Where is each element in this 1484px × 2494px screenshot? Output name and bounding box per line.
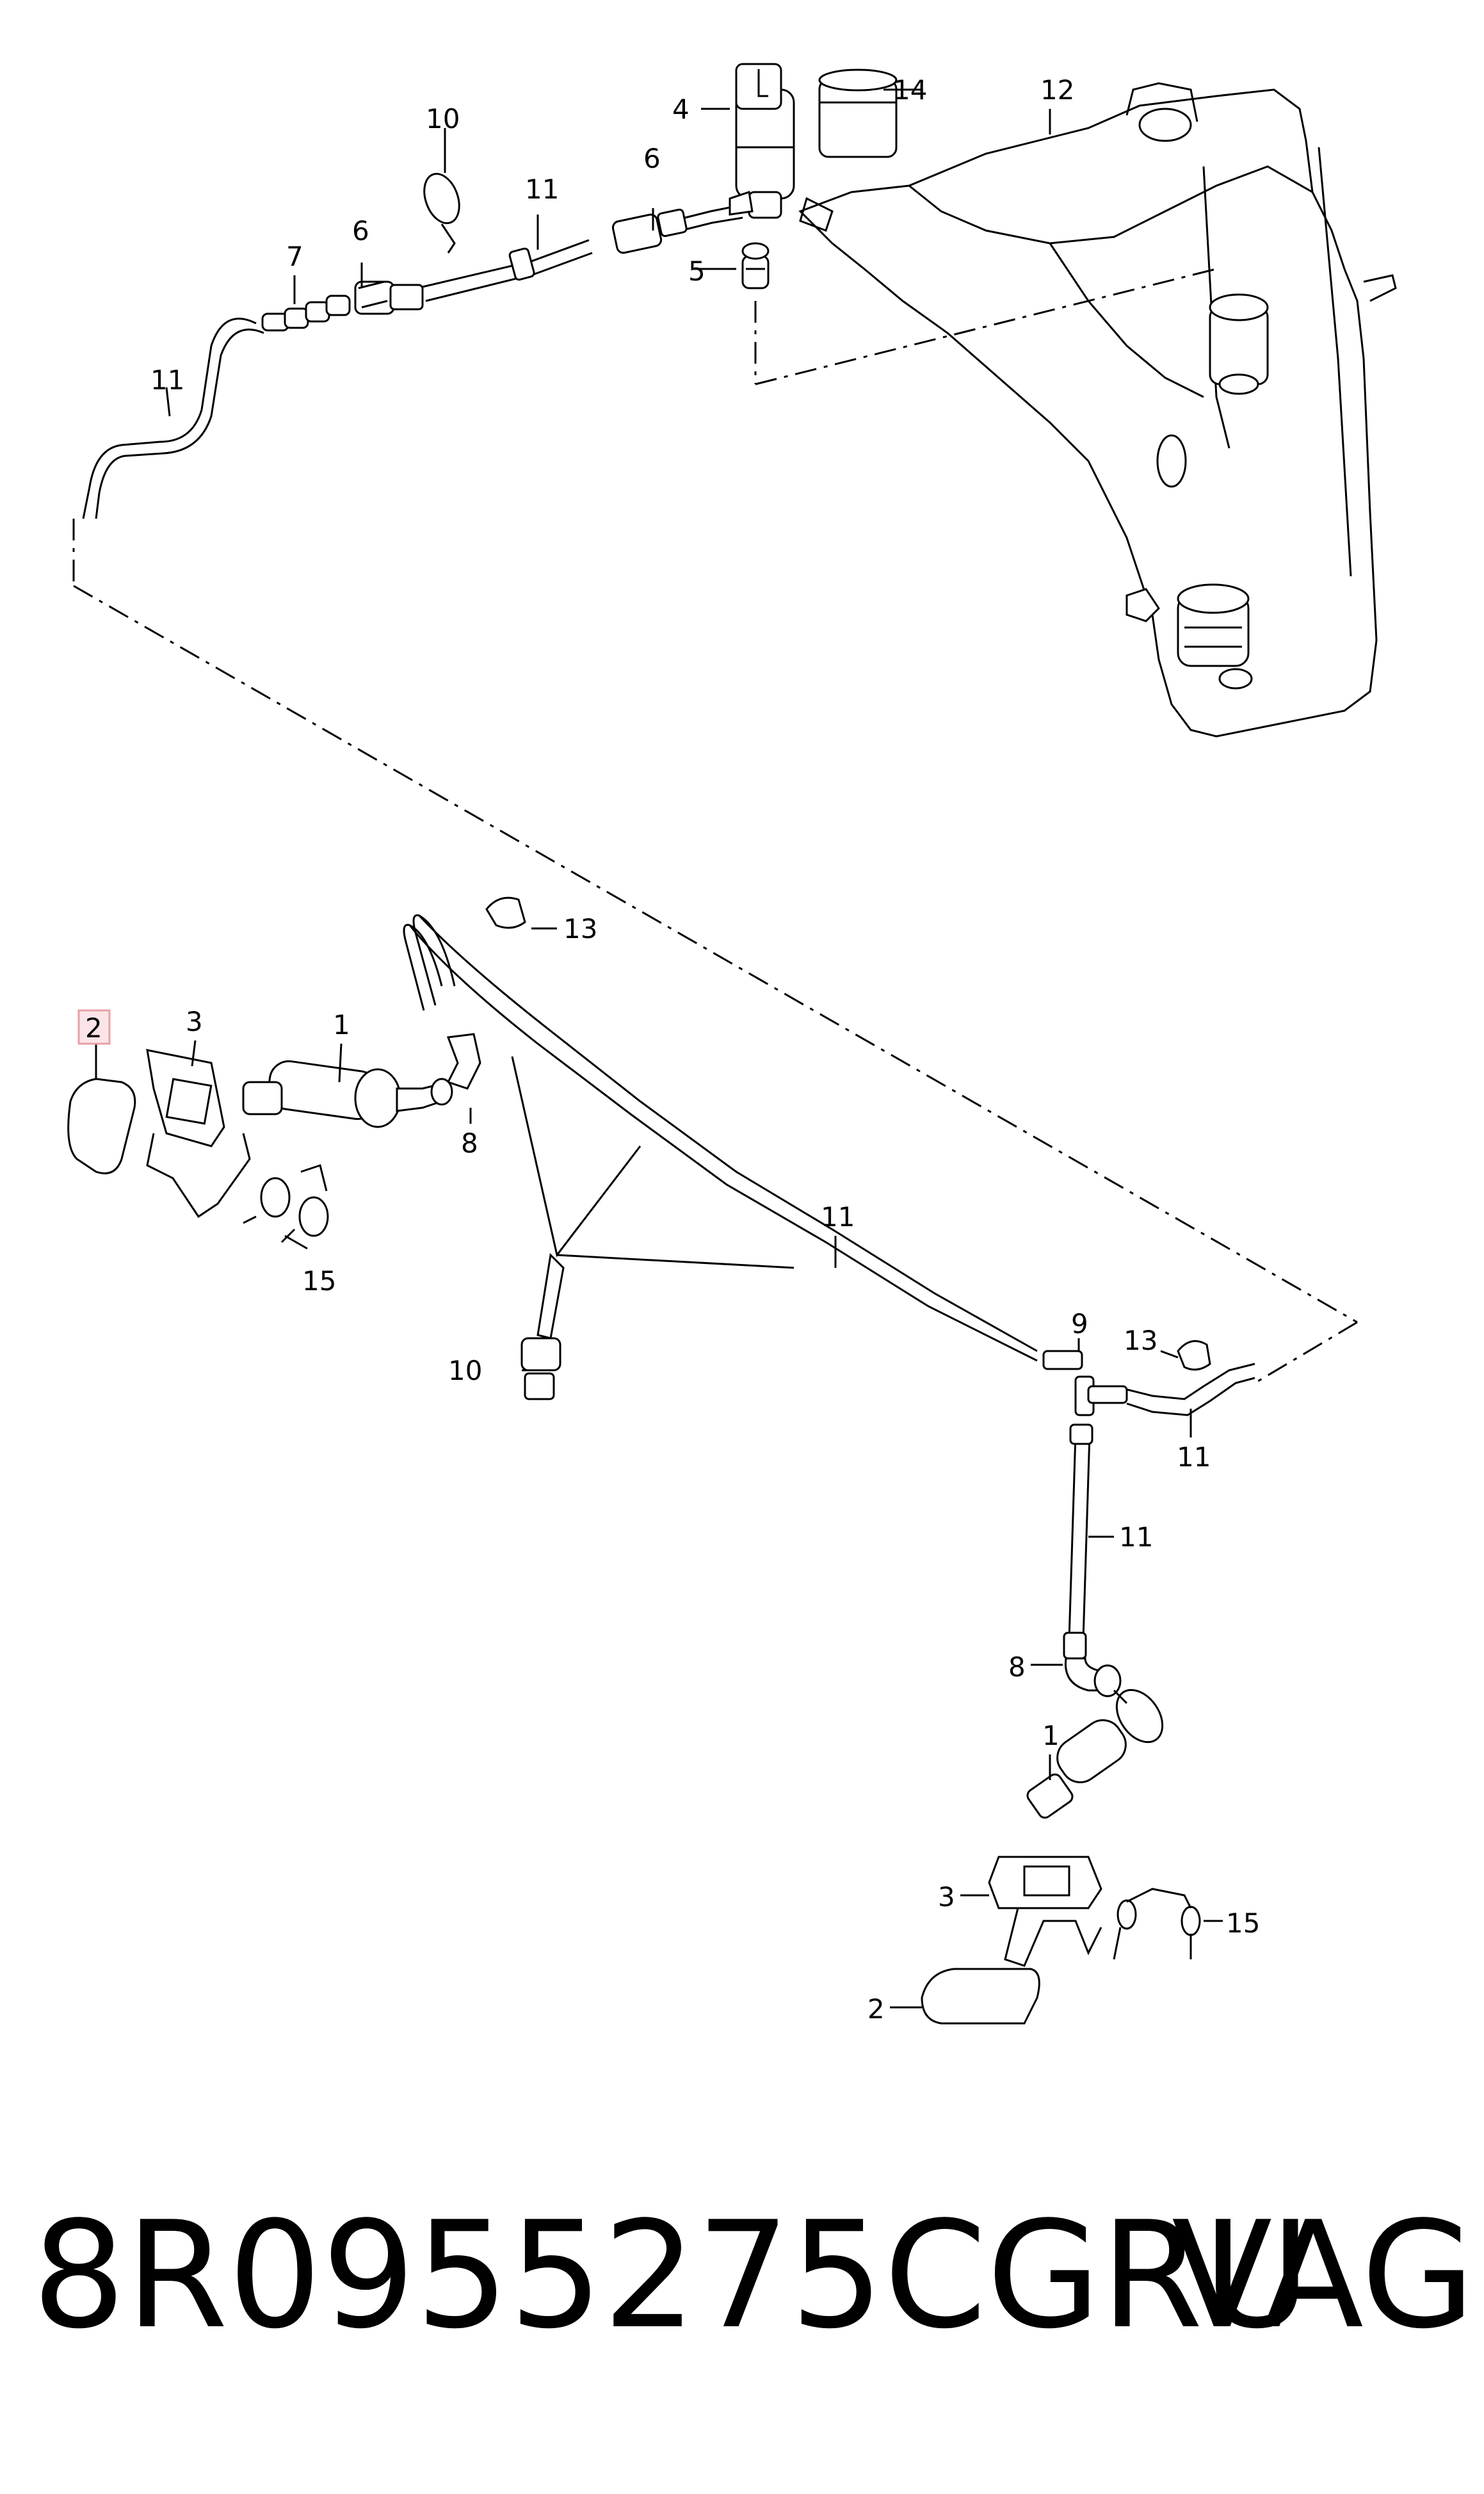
connector-7 <box>261 295 351 332</box>
connector-6-left <box>354 280 424 315</box>
part-number-label: 8R0955275CGRU <box>32 2190 1311 2361</box>
brand-label: VAG <box>1172 2190 1476 2361</box>
callout-12: 12 <box>1040 74 1074 106</box>
callouts: 14 4 12 6 5 10 11 7 6 11 13 2 3 1 8 15 1… <box>77 74 1260 2025</box>
assembly-line-diagonal <box>73 585 1358 1324</box>
clip-10-top <box>423 172 460 254</box>
clip-13-upper <box>485 896 526 929</box>
bracket-3-left <box>146 1049 251 1219</box>
washer-cap-2-lower <box>921 1968 1040 2025</box>
callout-6-right: 6 <box>643 143 661 174</box>
washer-cap-2-left <box>67 1078 136 1174</box>
leader-lines <box>95 88 1223 2009</box>
callout-11-down: 11 <box>1119 1521 1153 1553</box>
left-washer-assembly <box>67 1033 481 1243</box>
callout-1-left: 1 <box>333 1009 350 1041</box>
callout-10-top: 10 <box>426 103 460 134</box>
assembly-line-reservoir <box>755 268 1217 385</box>
grommet-5 <box>741 242 770 289</box>
callout-2-lower: 2 <box>867 1993 885 2025</box>
callout-7: 7 <box>286 241 303 272</box>
bracket-3-lower <box>988 1856 1102 1967</box>
clip-10-lower <box>520 1252 565 1400</box>
callout-10-lower: 10 <box>448 1355 482 1386</box>
upper-hose-assembly <box>82 63 898 519</box>
callout-13-upper: 13 <box>563 913 597 944</box>
headlamp-washer-pump-1-left <box>242 1060 443 1128</box>
callout-11-right: 11 <box>1177 1441 1211 1473</box>
connector-6-right <box>611 208 688 254</box>
callout-11-middle: 11 <box>821 1201 855 1233</box>
callout-1-lower: 1 <box>1042 1720 1060 1751</box>
callout-8-lower: 8 <box>1008 1651 1026 1683</box>
callout-2-left[interactable]: 2 <box>85 1012 102 1044</box>
callout-2-highlight-box <box>77 1009 111 1045</box>
t-connector-9 <box>1042 1350 1128 1416</box>
callout-5: 5 <box>688 255 706 287</box>
grommet-14 <box>818 69 898 158</box>
callout-11-top: 11 <box>525 174 559 205</box>
callout-14: 14 <box>893 74 927 106</box>
callout-6-left: 6 <box>352 215 369 247</box>
callout-4: 4 <box>672 93 690 125</box>
clip-13-right <box>1177 1340 1211 1371</box>
springs-15-left <box>243 1164 329 1243</box>
elbow-8-lower <box>1063 1632 1122 1697</box>
headlamp-washer-pump-1-lower <box>1026 1688 1164 1819</box>
callout-13-right: 13 <box>1124 1325 1157 1356</box>
callout-3-lower: 3 <box>938 1881 955 1913</box>
callout-11-left: 11 <box>150 364 184 396</box>
elbow-8-left <box>430 1033 481 1106</box>
washer-reservoir <box>798 82 1397 738</box>
callout-15-lower: 15 <box>1226 1907 1260 1939</box>
lower-hose-assembly <box>403 896 1255 2025</box>
callout-15-left: 15 <box>302 1265 336 1297</box>
assembly-line-right-end <box>1254 1321 1358 1384</box>
callout-8-left: 8 <box>461 1128 478 1159</box>
callout-9: 9 <box>1071 1308 1088 1340</box>
callout-3-left: 3 <box>186 1006 203 1037</box>
washer-pump-4 <box>729 63 795 219</box>
springs-15-lower <box>1113 1888 1201 1960</box>
